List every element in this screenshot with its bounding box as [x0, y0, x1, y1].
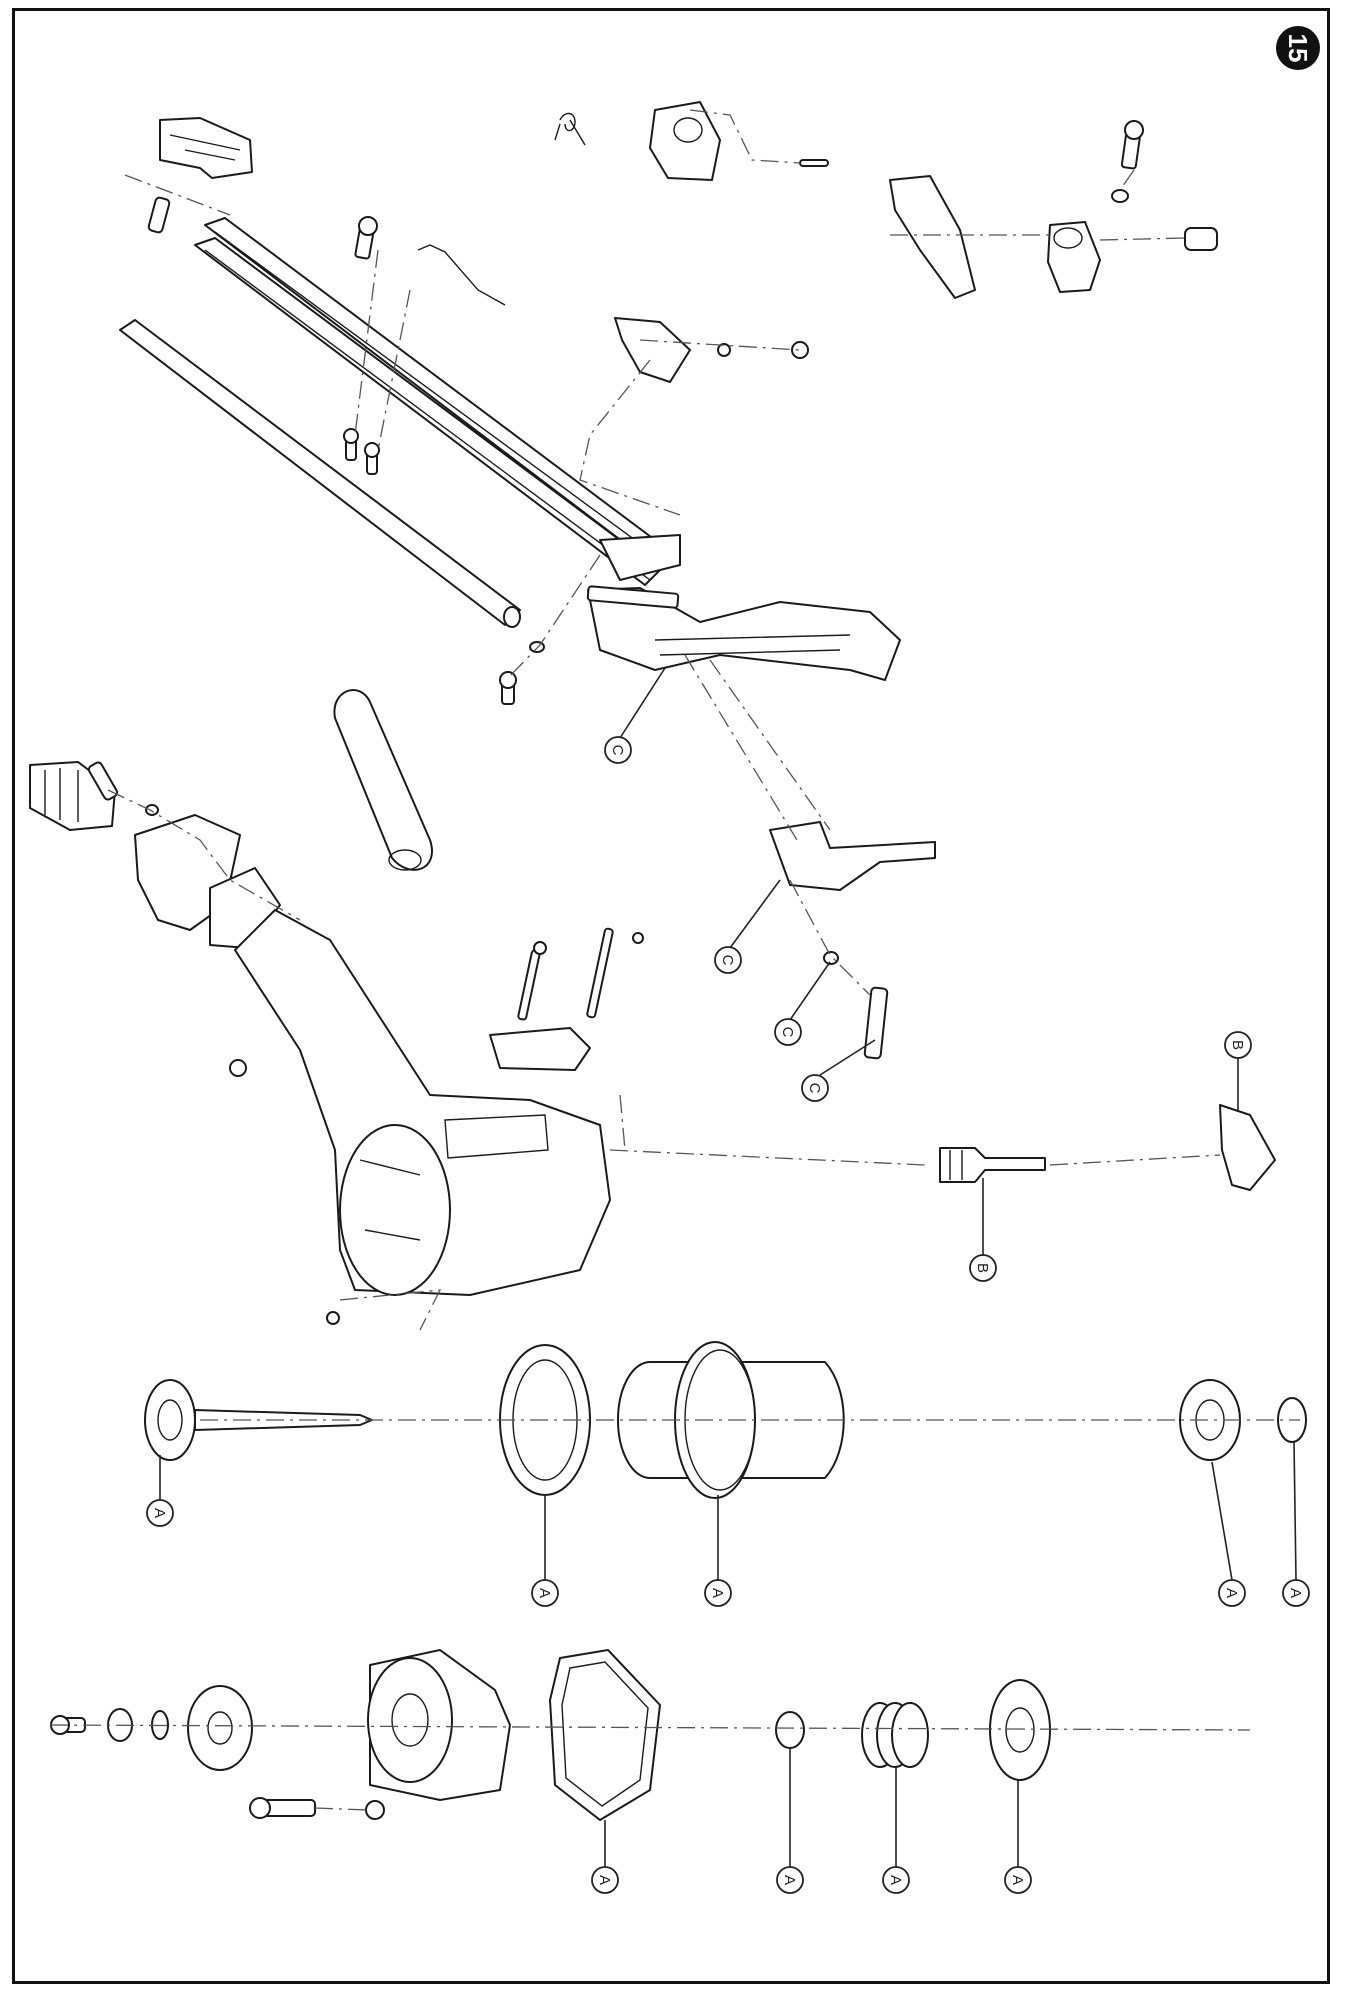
cap-gasket	[549, 1649, 661, 1821]
main-housing	[234, 909, 611, 1296]
cylinder-cap	[367, 1649, 511, 1801]
leader-lines	[49, 109, 1300, 1811]
magazine-cover-rail	[119, 319, 521, 628]
diagram-frame	[12, 8, 1330, 1984]
cylinder-sleeve	[617, 1341, 845, 1499]
housing-nut-bottom	[326, 1311, 340, 1325]
grip-sleeve	[333, 689, 433, 871]
deflector	[187, 1685, 253, 1771]
pusher-pin	[799, 159, 829, 167]
driver-guide-assembly	[586, 585, 901, 681]
end-cap-washer	[145, 804, 159, 816]
magazine-latch-nut	[717, 343, 731, 357]
head-valve-spring	[861, 1702, 929, 1768]
callout-c2: C	[719, 955, 736, 966]
page-number-badge: 15	[1276, 26, 1320, 70]
svg-text:15: 15	[1283, 34, 1313, 63]
cap-bolt	[249, 1797, 316, 1819]
end-cap-bolt	[87, 761, 119, 801]
callout-a6: A	[596, 1875, 613, 1885]
trigger	[1219, 1104, 1276, 1191]
pusher-block	[649, 101, 721, 181]
magazine-latch-part	[614, 317, 691, 383]
contact-trip-part	[769, 821, 936, 891]
callout-c3: C	[779, 1027, 796, 1038]
depth-adjust-washer	[1111, 189, 1129, 203]
trip-nut	[823, 951, 839, 965]
callout-b2: B	[974, 1263, 991, 1273]
rail-screws-mid	[343, 428, 380, 475]
trigger-valve	[939, 1147, 1046, 1183]
magazine-rail	[194, 217, 681, 586]
callouts: C C C C B B A A A	[146, 667, 1310, 1894]
magazine-latch-screw	[791, 341, 809, 359]
head-valve-o-ring	[775, 1711, 805, 1749]
trigger-pin-short	[517, 941, 547, 1021]
trip-bolt	[863, 986, 889, 1060]
depth-adjust-screw	[1120, 120, 1144, 170]
rail-screw-top	[354, 216, 378, 260]
callout-a7: A	[781, 1875, 798, 1885]
nose-latch-part	[159, 117, 253, 179]
trigger-pin-long	[586, 927, 644, 1019]
rail-screw-bottom	[499, 671, 517, 705]
callout-a2: A	[536, 1588, 553, 1598]
housing-nut-left	[229, 1059, 247, 1077]
trigger-lever	[489, 1027, 591, 1071]
callout-c1: C	[609, 745, 626, 756]
torsion-spring	[554, 112, 586, 146]
callout-a9: A	[1009, 1875, 1026, 1885]
nose-latch-pin	[147, 196, 171, 234]
depth-adjust-sleeve	[1184, 227, 1218, 251]
callout-a1: A	[151, 1508, 168, 1518]
rail-washer-bottom	[529, 641, 545, 653]
callout-c4: C	[806, 1083, 823, 1094]
depth-adjust-bracket	[889, 175, 976, 299]
callout-a4: A	[1223, 1588, 1240, 1598]
head-valve-piston	[989, 1679, 1051, 1781]
depth-adjust-clamp	[1047, 221, 1101, 293]
callout-b1: B	[1229, 1040, 1246, 1050]
wire-spring	[417, 244, 506, 306]
cap-nut	[365, 1800, 385, 1820]
callout-a3: A	[709, 1588, 726, 1598]
callout-a5: A	[1287, 1588, 1304, 1598]
callout-a8: A	[887, 1875, 904, 1885]
